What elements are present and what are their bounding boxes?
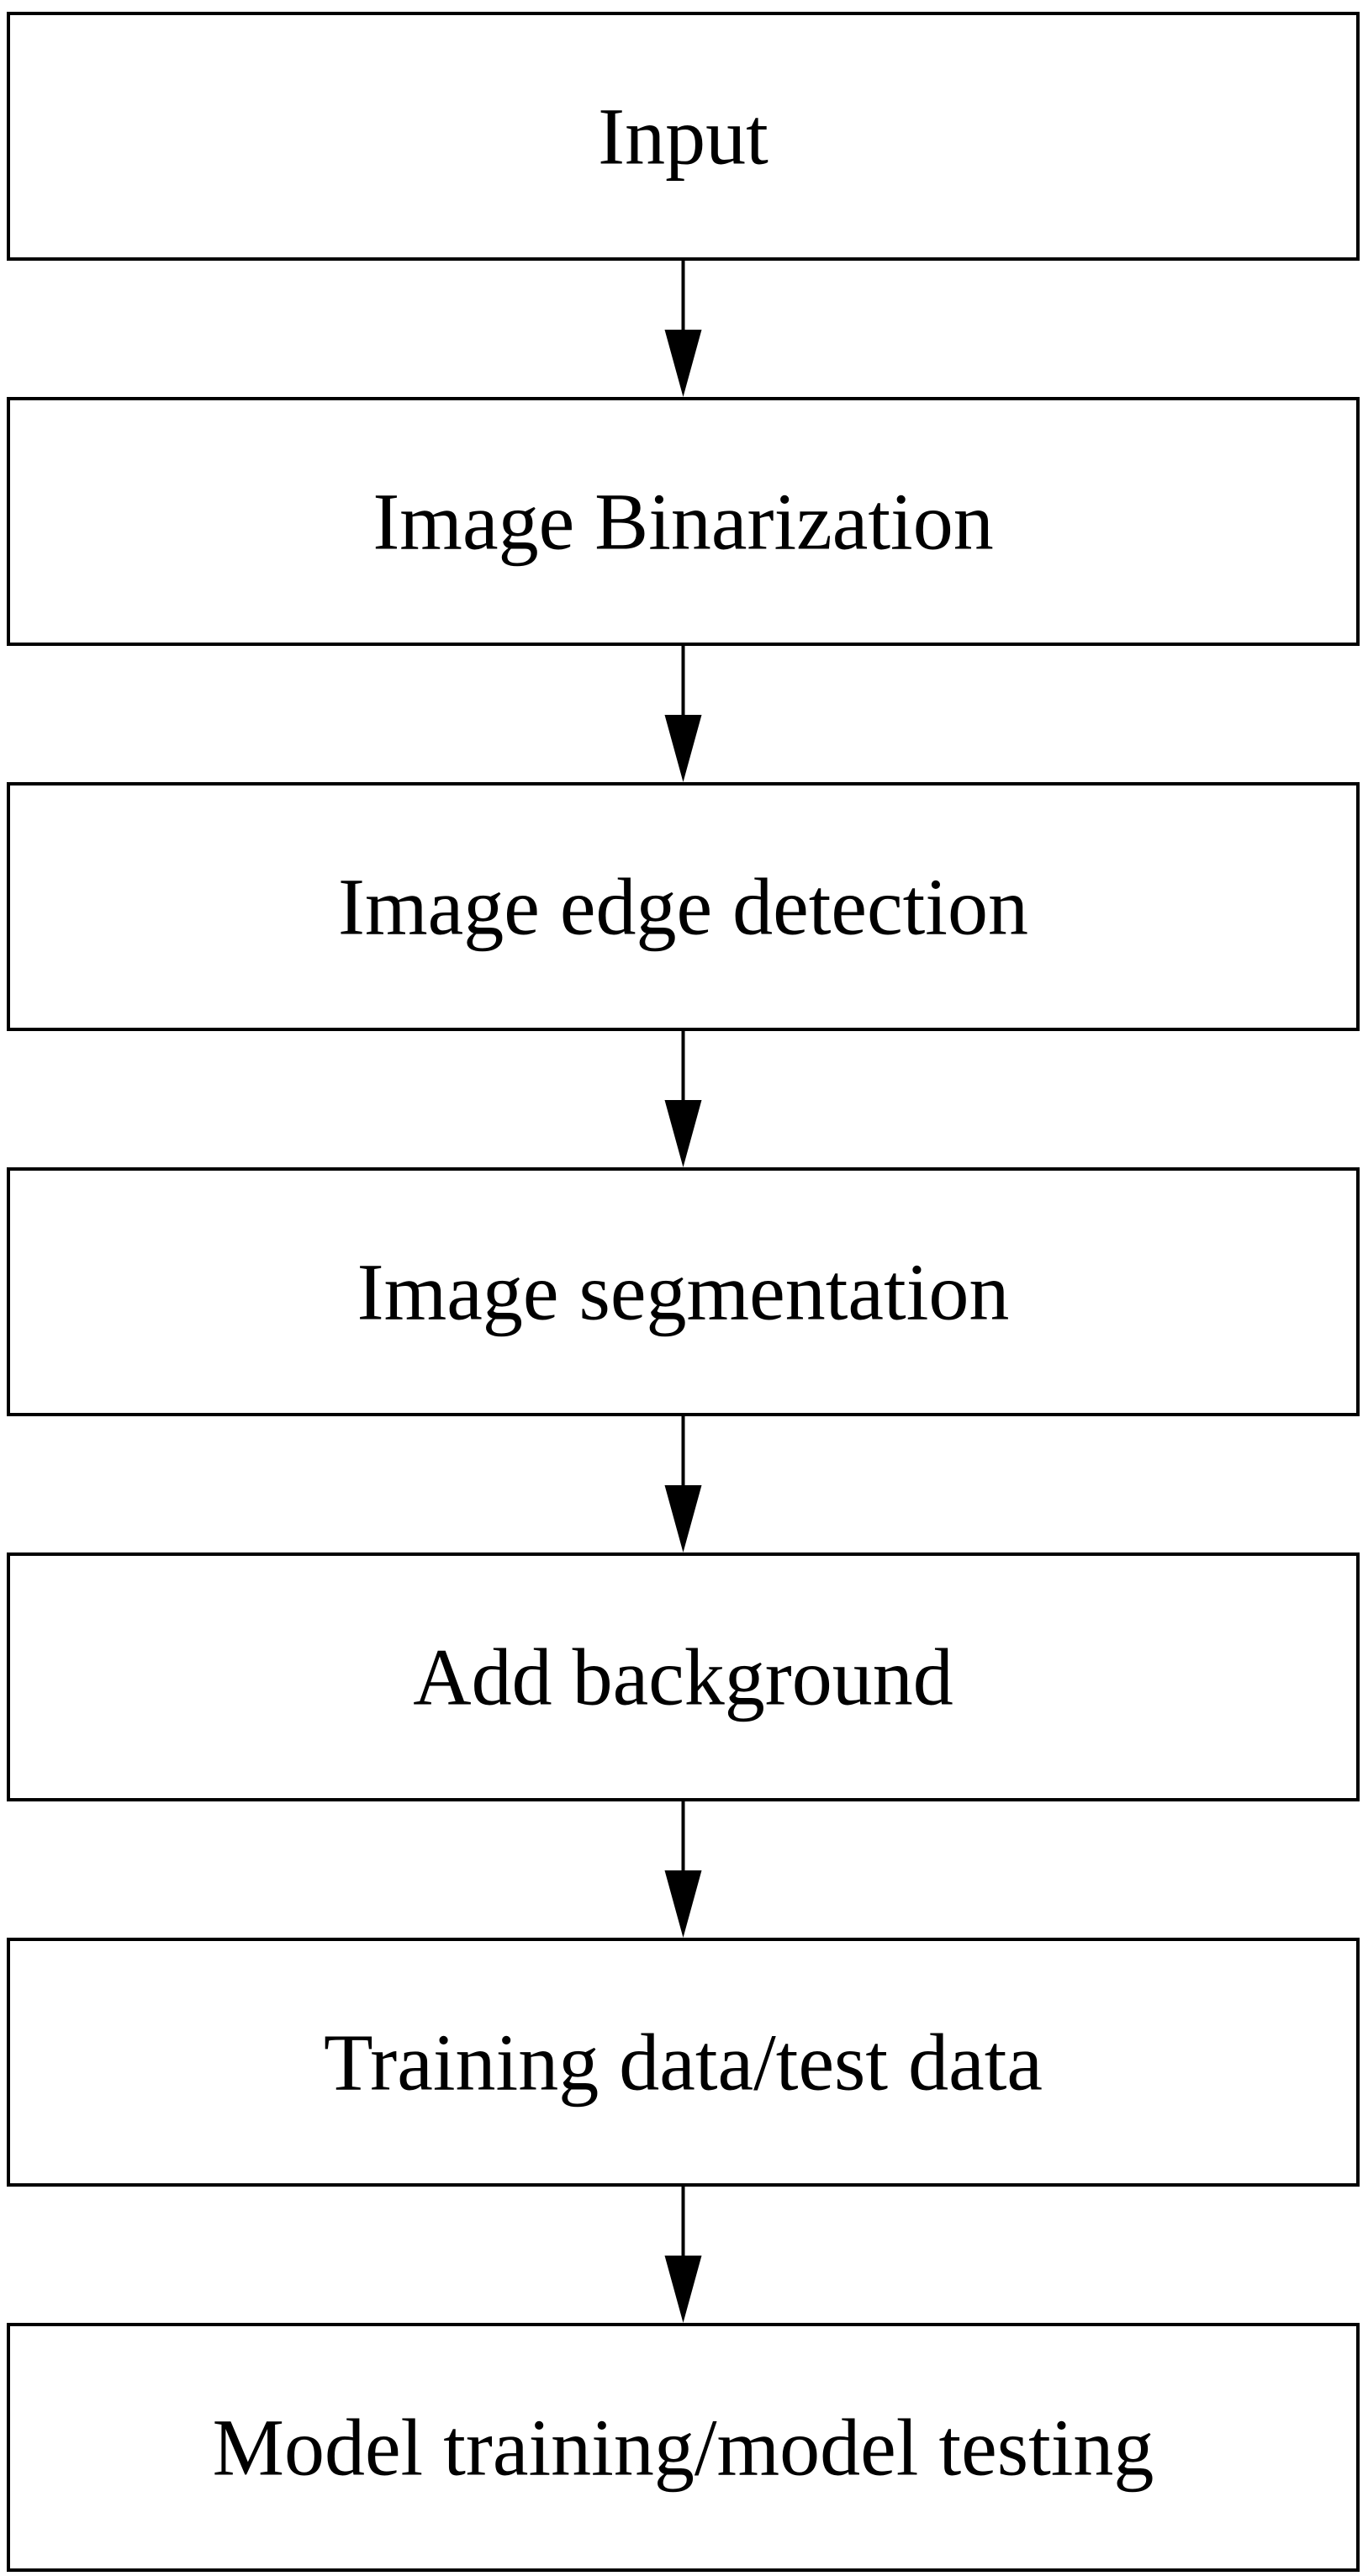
step-box <box>7 1938 1360 2187</box>
flow-arrow <box>664 1800 702 1938</box>
step-label: Training data/test data <box>324 2018 1043 2108</box>
flowchart-arrows <box>664 259 702 2323</box>
flow-arrow <box>664 2185 702 2323</box>
flow-step: Model training/model testing <box>7 2323 1360 2572</box>
arrow-head <box>664 1100 702 1167</box>
flow-arrow <box>664 1415 702 1552</box>
flow-step: Input <box>7 12 1360 261</box>
arrow-head <box>664 715 702 782</box>
arrow-head <box>664 1870 702 1938</box>
step-box <box>7 782 1360 1031</box>
step-label: Input <box>598 92 769 182</box>
step-label: Image segmentation <box>357 1247 1010 1337</box>
flow-arrow <box>664 644 702 782</box>
flow-arrow <box>664 259 702 397</box>
step-label: Image Binarization <box>372 477 993 567</box>
step-label: Image edge detection <box>338 862 1028 952</box>
flow-arrow <box>664 1029 702 1167</box>
arrow-head <box>664 2256 702 2323</box>
step-box <box>7 397 1360 646</box>
flow-step: Image edge detection <box>7 782 1360 1031</box>
flow-step: Add background <box>7 1552 1360 1801</box>
step-label: Model training/model testing <box>213 2403 1154 2493</box>
step-box <box>7 12 1360 261</box>
arrow-head <box>664 1485 702 1552</box>
flow-step: Image Binarization <box>7 397 1360 646</box>
flow-step: Image segmentation <box>7 1167 1360 1416</box>
step-box <box>7 2323 1360 2572</box>
arrow-head <box>664 330 702 397</box>
step-label: Add background <box>413 1632 953 1722</box>
step-box <box>7 1552 1360 1801</box>
flow-step: Training data/test data <box>7 1938 1360 2187</box>
